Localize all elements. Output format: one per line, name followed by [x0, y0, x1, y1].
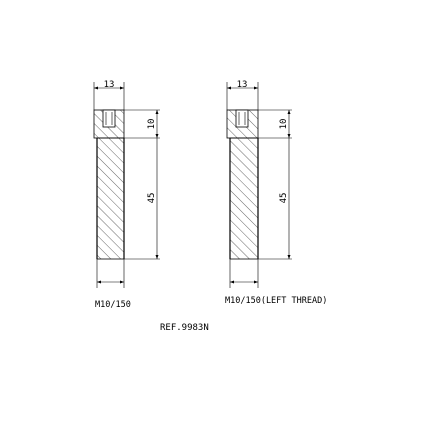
- left-length-label: 45: [147, 193, 157, 204]
- left-part-shank: [96, 137, 125, 260]
- left-length-dimension: 45: [124, 138, 160, 260]
- left-part-caption: M10/150: [95, 300, 131, 310]
- right-head-label: 10: [279, 119, 289, 130]
- right-length-label: 45: [279, 193, 289, 204]
- left-head-dimension: 10: [124, 109, 160, 139]
- right-head-dimension: 10: [258, 109, 292, 139]
- left-width-label: 13: [104, 80, 115, 90]
- left-part: 13 10 45 M10/150: [93, 80, 160, 310]
- right-length-dimension: 45: [258, 138, 292, 260]
- left-head-label: 10: [147, 119, 157, 130]
- right-width-dimension: 13: [226, 80, 259, 110]
- right-part: 13 10 45 M10/150(LEFT THREAD): [225, 80, 327, 306]
- right-part-shank: [229, 137, 259, 260]
- right-part-head-slot: [235, 109, 249, 128]
- left-width-dimension: 13: [93, 80, 125, 110]
- right-width-label: 13: [237, 80, 248, 90]
- right-part-caption: M10/150(LEFT THREAD): [225, 296, 327, 306]
- left-part-head-slot: [102, 109, 116, 128]
- reference-label: REF.9983N: [160, 323, 209, 333]
